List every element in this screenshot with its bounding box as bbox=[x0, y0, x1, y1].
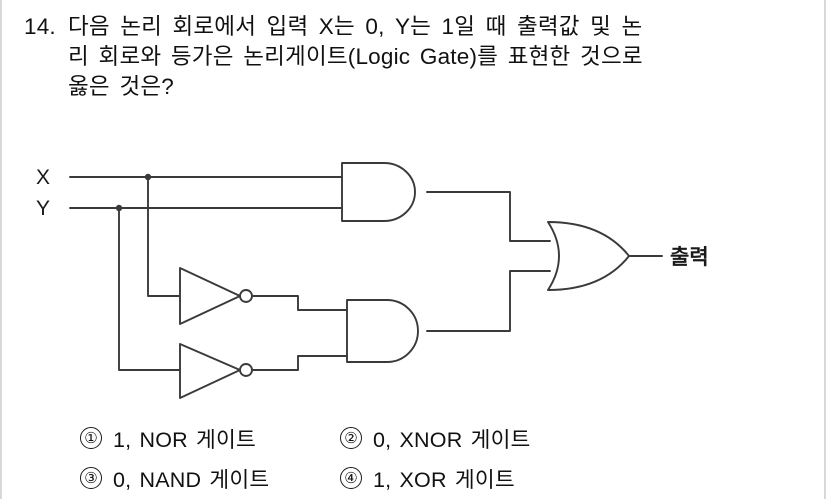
wire-inverter2-to-and-bottom bbox=[251, 355, 348, 371]
circuit-svg: X Y 출력 bbox=[36, 162, 709, 399]
inverter-gate-2 bbox=[179, 343, 241, 399]
answer-choice-2[interactable]: ② 0, XNOR 게이트 bbox=[340, 423, 531, 454]
junction-dot-x bbox=[144, 173, 152, 181]
wire-inverter1-to-and-bottom bbox=[251, 295, 348, 311]
choice-marker-3: ③ bbox=[80, 467, 102, 489]
and-gate-bottom bbox=[346, 299, 419, 363]
choice-marker-2: ② bbox=[340, 427, 362, 449]
answer-choice-3[interactable]: ③ 0, NAND 게이트 bbox=[80, 463, 340, 494]
choice-row-1: ① 1, NOR 게이트 ② 0, XNOR 게이트 bbox=[80, 418, 820, 458]
choice-label-3: 0, NAND 게이트 bbox=[113, 467, 270, 492]
answer-choices: ① 1, NOR 게이트 ② 0, XNOR 게이트 ③ 0, NAND 게이트… bbox=[80, 418, 820, 498]
choice-label-1: 1, NOR 게이트 bbox=[113, 427, 256, 452]
question-text-line-3: 옳은 것은? bbox=[68, 74, 174, 99]
answer-choice-4[interactable]: ④ 1, XOR 게이트 bbox=[340, 463, 515, 494]
choice-row-2: ③ 0, NAND 게이트 ④ 1, XOR 게이트 bbox=[80, 458, 820, 498]
question-line-2: 리 회로와 등가은 논리게이트(Logic Gate)를 표현한 것으로 bbox=[24, 42, 814, 72]
logic-circuit-diagram: X Y 출력 bbox=[2, 148, 826, 406]
question-number: 14. bbox=[24, 14, 56, 39]
choice-marker-4: ④ bbox=[340, 467, 362, 489]
question-text-line-1: 다음 논리 회로에서 입력 X는 0, Y는 1일 때 출력값 및 논 bbox=[68, 14, 643, 39]
inverter-bubble-2 bbox=[239, 363, 253, 377]
junction-dot-y bbox=[115, 204, 123, 212]
choice-marker-1: ① bbox=[80, 427, 102, 449]
and-gate-top bbox=[341, 162, 416, 222]
input-x-label: X bbox=[36, 166, 50, 189]
output-label: 출력 bbox=[670, 246, 709, 269]
question-block: 14. 다음 논리 회로에서 입력 X는 0, Y는 1일 때 출력값 및 논 … bbox=[24, 12, 814, 102]
question-text-line-2: 리 회로와 등가은 논리게이트(Logic Gate)를 표현한 것으로 bbox=[68, 44, 643, 69]
or-gate bbox=[547, 221, 630, 291]
question-line-1: 14. 다음 논리 회로에서 입력 X는 0, Y는 1일 때 출력값 및 논 bbox=[24, 12, 814, 42]
question-line-3: 옳은 것은? bbox=[24, 72, 814, 102]
inverter-gate-1 bbox=[179, 267, 241, 325]
input-y-label: Y bbox=[36, 197, 50, 220]
choice-label-2: 0, XNOR 게이트 bbox=[373, 427, 531, 452]
wire-and-bottom-to-or bbox=[426, 270, 551, 332]
wire-and-top-to-or bbox=[426, 191, 551, 242]
answer-choice-1[interactable]: ① 1, NOR 게이트 bbox=[80, 423, 340, 454]
choice-label-4: 1, XOR 게이트 bbox=[373, 467, 515, 492]
inverter-bubble-1 bbox=[239, 289, 253, 303]
wire-x-branch-to-inverter1 bbox=[147, 176, 181, 297]
wire-y-branch-to-inverter2 bbox=[118, 207, 181, 371]
